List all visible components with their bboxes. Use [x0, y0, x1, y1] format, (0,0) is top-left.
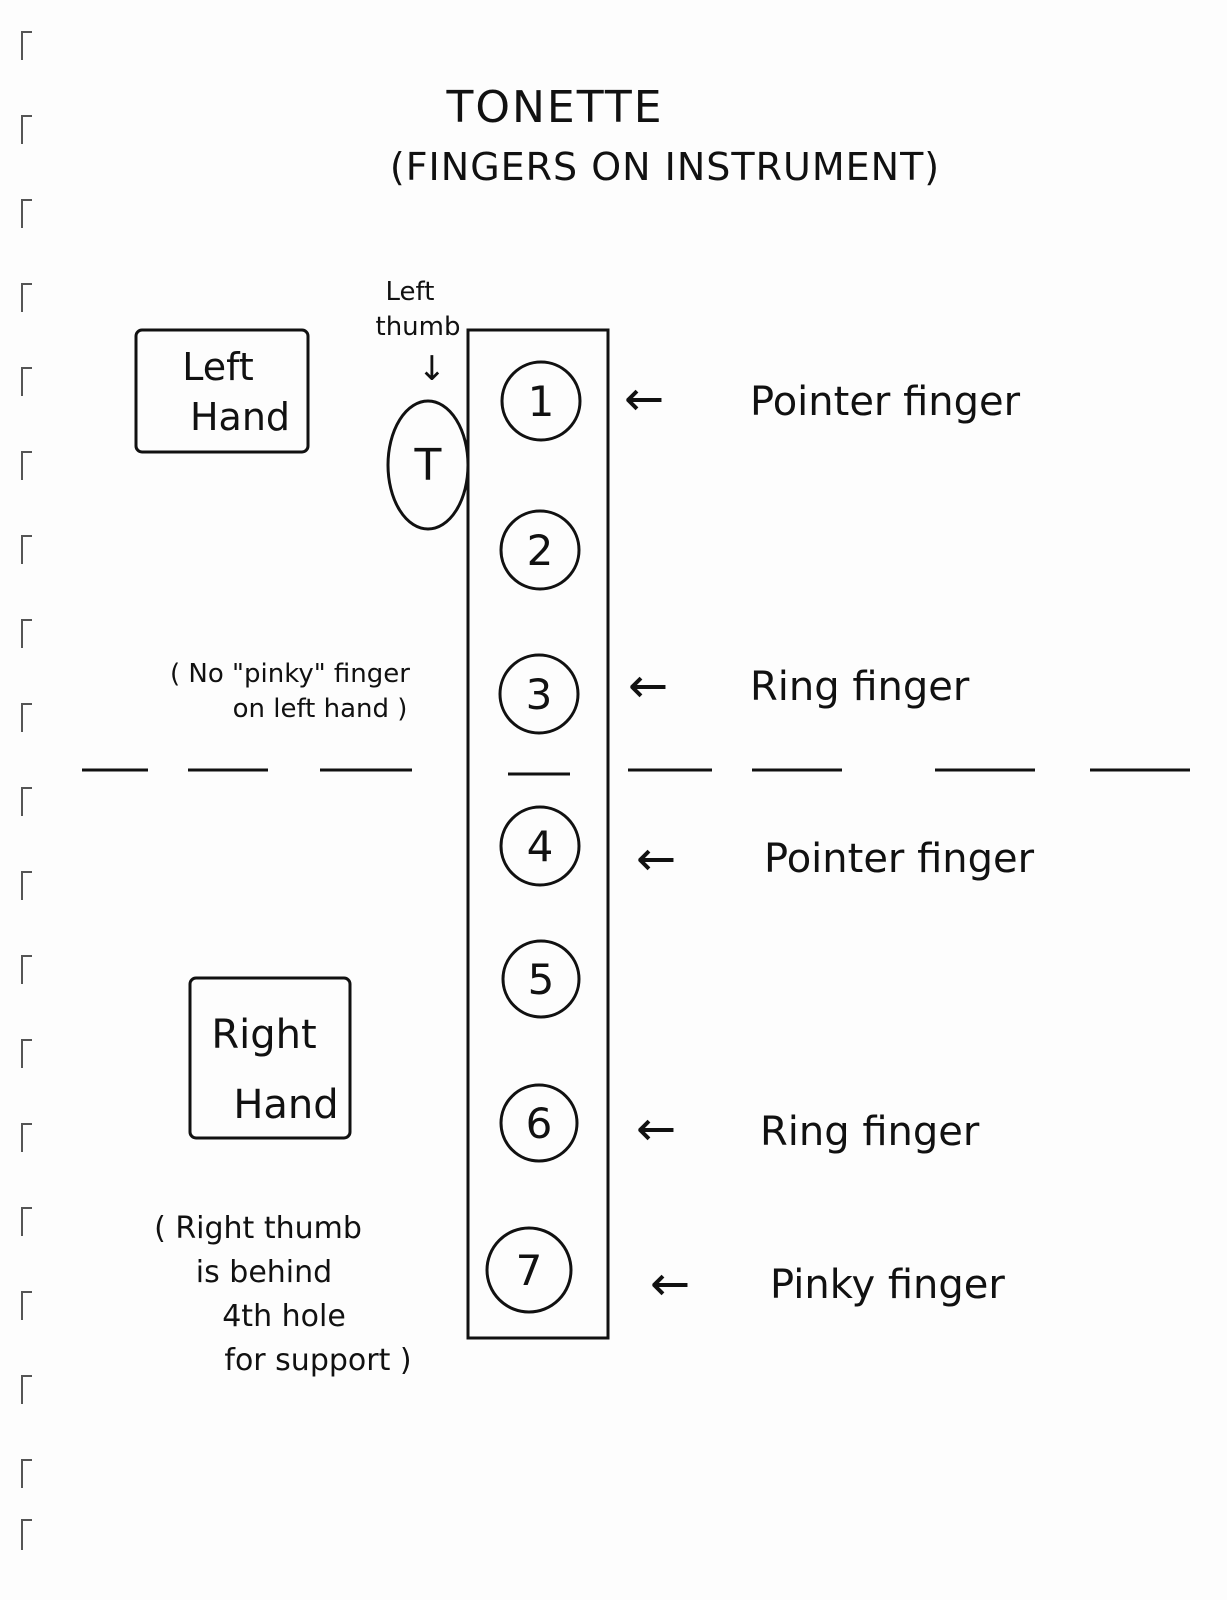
thumb-hole: T	[386, 399, 470, 531]
right-hand-label-line-2: Hand	[233, 1082, 338, 1128]
down-arrow-icon: ↓	[418, 349, 447, 389]
arrow-left-icon: ←	[628, 658, 668, 714]
finger-label-hole-7: Pinky finger	[770, 1262, 1005, 1308]
hole-7-label: 7	[516, 1246, 543, 1295]
hole-4: 4	[499, 805, 581, 887]
left-hand-box: Left Hand	[134, 328, 310, 454]
thumb-hole-label: T	[414, 440, 442, 491]
left-thumb-label-line-1: Left	[386, 277, 435, 307]
right-hand-box: Right Hand	[188, 976, 352, 1140]
hole-2: 2	[499, 509, 581, 591]
arrow-left-icon: ←	[624, 371, 664, 427]
hole-5-label: 5	[528, 955, 555, 1004]
right-note-line-4: for support )	[224, 1343, 411, 1378]
title-line-2: (FINGERS ON INSTRUMENT)	[390, 145, 940, 189]
left-hand-label-line-2: Hand	[190, 395, 290, 439]
finger-label-hole-3: Ring finger	[750, 664, 970, 710]
right-note-line-1: ( Right thumb	[154, 1211, 362, 1246]
title-line-1: TONETTE	[445, 82, 663, 133]
left-note-line-2: on left hand )	[233, 694, 408, 724]
hole-1-label: 1	[528, 377, 555, 426]
arrow-left-icon: ←	[636, 831, 676, 887]
left-note-line-1: ( No "pinky" finger	[170, 659, 410, 689]
arrow-left-icon: ←	[650, 1256, 690, 1312]
hole-6: 6	[499, 1083, 579, 1163]
hole-3: 3	[498, 653, 580, 735]
right-hand-label-line-1: Right	[211, 1012, 316, 1058]
left-hand-note: ( No "pinky" finger on left hand )	[170, 659, 410, 724]
binder-holes	[21, 31, 32, 1550]
right-note-line-3: 4th hole	[222, 1299, 346, 1334]
left-thumb-label-line-2: thumb	[376, 312, 461, 342]
tonette-body	[466, 328, 610, 1340]
right-note-line-2: is behind	[196, 1255, 332, 1290]
finger-label-hole-4: Pointer finger	[764, 836, 1035, 882]
left-hand-label-line-1: Left	[182, 345, 254, 389]
hole-3-label: 3	[526, 670, 553, 719]
hole-5: 5	[501, 939, 581, 1019]
finger-label-hole-1: Pointer finger	[750, 379, 1021, 425]
hole-7: 7	[485, 1226, 573, 1314]
hole-1: 1	[500, 360, 582, 442]
arrow-left-icon: ←	[636, 1101, 676, 1157]
right-hand-note: ( Right thumb is behind 4th hole for sup…	[154, 1211, 412, 1378]
finger-label-hole-6: Ring finger	[760, 1109, 980, 1155]
hand-divider-line	[82, 768, 1190, 776]
hole-2-label: 2	[527, 526, 554, 575]
hole-4-label: 4	[527, 822, 554, 871]
hole-6-label: 6	[526, 1099, 553, 1148]
